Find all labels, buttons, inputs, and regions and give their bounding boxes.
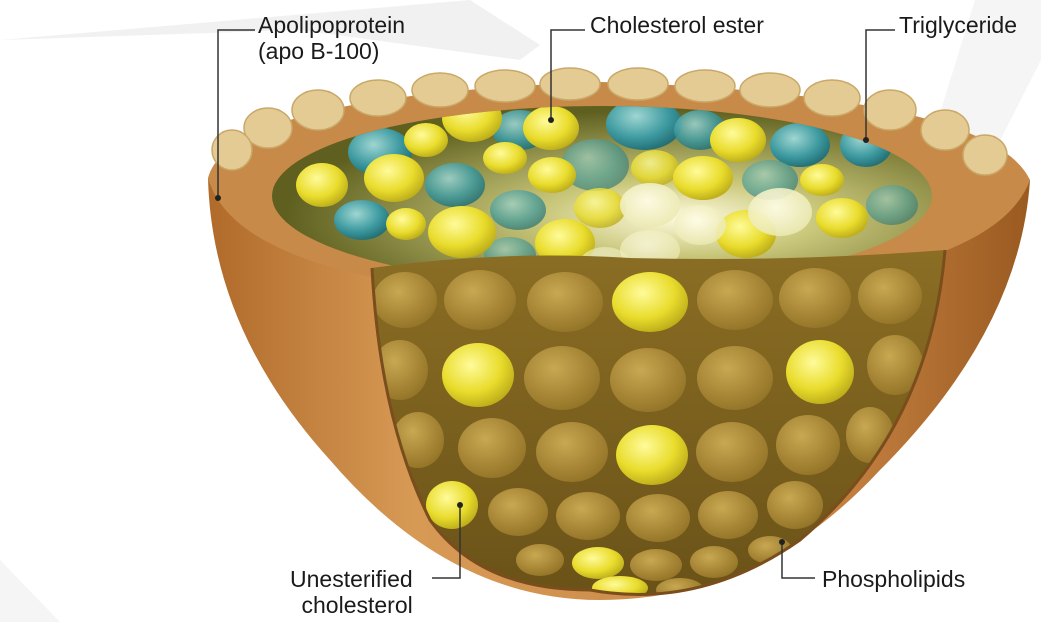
label-phospholipids: Phospholipids [822,566,965,592]
label-triglyceride: Triglyceride [899,12,1017,38]
label-unesterified-cholesterol: Unesterified cholesterol [290,566,413,618]
label-apolipoprotein-line1: Apolipoprotein [258,12,405,38]
lipoprotein-hemisphere [208,68,1030,602]
label-apolipoprotein-line2: (apo B-100) [258,38,405,64]
label-unesterified-line2: cholesterol [290,592,413,618]
label-apolipoprotein: Apolipoprotein (apo B-100) [258,12,405,64]
label-cholesterol-ester: Cholesterol ester [590,12,764,38]
label-unesterified-line1: Unesterified [290,566,413,592]
